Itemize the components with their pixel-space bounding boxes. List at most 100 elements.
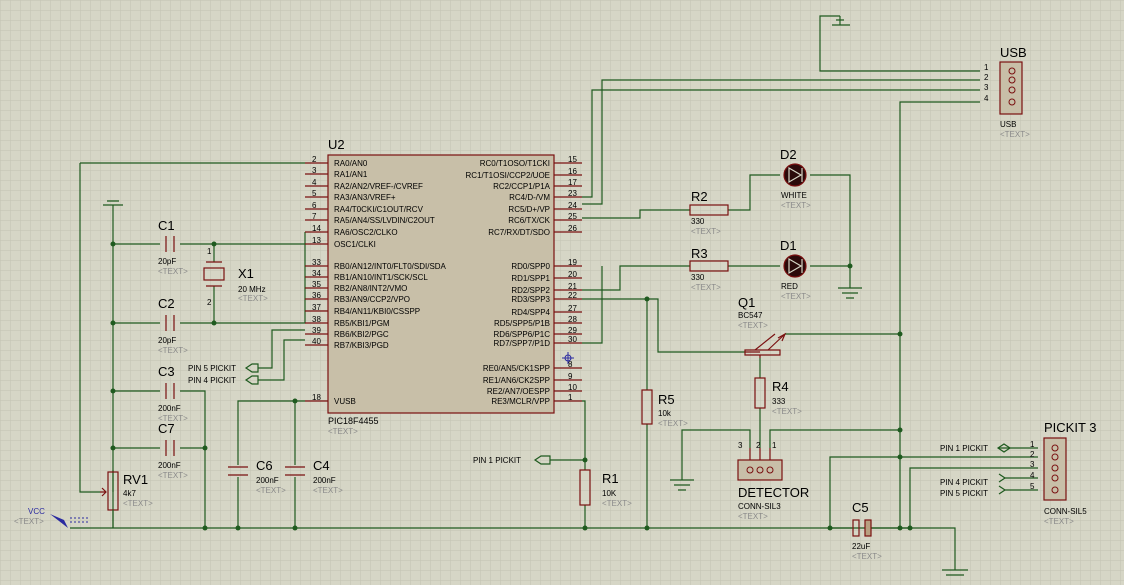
capacitor-c3[interactable]: C3 200nF <TEXT> (158, 364, 188, 423)
svg-text:C1: C1 (158, 218, 175, 233)
u2-pin-name: RC7/RX/DT/SDO (488, 228, 550, 237)
svg-text:<TEXT>: <TEXT> (772, 407, 802, 416)
u2-pin-name: RA2/AN2/VREF-/CVREF (334, 182, 423, 191)
svg-text:WHITE: WHITE (781, 191, 807, 200)
u2-pin-number: 24 (568, 201, 577, 210)
svg-text:<TEXT>: <TEXT> (1000, 130, 1030, 139)
svg-text:C2: C2 (158, 296, 175, 311)
u2-pin-name: RE2/AN7/OESPP (487, 387, 550, 396)
u2-pin-name: RB4/AN11/KBI0/CSSPP (334, 307, 420, 316)
potentiometer-rv1[interactable]: RV1 4k7 <TEXT> (100, 471, 153, 528)
u2-pin-number: 36 (312, 291, 321, 300)
capacitor-c2[interactable]: C2 20pF <TEXT> (158, 296, 188, 355)
u2-pin-number: 8 (568, 360, 573, 369)
connector-usb[interactable]: USB USB <TEXT> 1 2 3 4 (984, 45, 1030, 139)
svg-text:RV1: RV1 (123, 472, 148, 487)
net-label-pin1-mid[interactable]: PIN 1 PICKIT (473, 455, 551, 465)
u2-pin-number: 5 (312, 189, 317, 198)
u2-pin-name: VUSB (334, 397, 356, 406)
u2-pin-number: 40 (312, 337, 321, 346)
net-label-vcc[interactable]: VCC <TEXT> (14, 507, 88, 528)
connector-pickit[interactable]: PICKIT 3 CONN-SIL5 <TEXT> 1 2 3 4 5 (1030, 420, 1097, 526)
u2-pin-number: 23 (568, 189, 577, 198)
u2-pin-number: 17 (568, 178, 577, 187)
net-label-pin4-left[interactable]: PIN 4 PICKIT (188, 375, 259, 385)
led-d2[interactable]: D2 WHITE <TEXT> (780, 147, 811, 210)
u2-pin-name: RD0/SPP0 (511, 262, 550, 271)
capacitor-c7[interactable]: C7 200nF <TEXT> (158, 421, 188, 480)
u2-pin-number: 25 (568, 212, 577, 221)
svg-text:3: 3 (1030, 460, 1035, 469)
u2-pin-number: 21 (568, 282, 577, 291)
net-label-pin5-right[interactable]: PIN 5 PICKIT (940, 485, 1007, 498)
capacitor-c6[interactable]: C6 200nF <TEXT> (228, 458, 286, 495)
resistor-r5[interactable]: R5 10k <TEXT> (641, 389, 688, 428)
resistor-r2[interactable]: R2 330 <TEXT> (689, 189, 729, 236)
capacitor-c4[interactable]: C4 200nF <TEXT> (285, 458, 343, 495)
crystal-x1[interactable]: X1 20 MHz <TEXT> 1 2 (203, 247, 268, 307)
svg-text:200nF: 200nF (158, 461, 181, 470)
svg-text:Q1: Q1 (738, 295, 755, 310)
svg-text:<TEXT>: <TEXT> (738, 321, 768, 330)
svg-text:<TEXT>: <TEXT> (781, 292, 811, 301)
u2-pin-name: RB5/KBI1/PGM (334, 319, 390, 328)
resistor-r4[interactable]: R4 333 <TEXT> (754, 377, 802, 416)
capacitor-c5[interactable]: C5 22uF <TEXT> (852, 500, 882, 561)
svg-text:CONN-SIL5: CONN-SIL5 (1044, 507, 1087, 516)
svg-text:3: 3 (738, 441, 743, 450)
resistor-r1[interactable]: R1 10K <TEXT> (579, 469, 632, 508)
u2-pin-number: 33 (312, 258, 321, 267)
u2-pin-number: 13 (312, 236, 321, 245)
svg-text:4: 4 (1030, 471, 1035, 480)
net-label-pin4-right[interactable]: PIN 4 PICKIT (940, 473, 1007, 487)
svg-text:<TEXT>: <TEXT> (238, 294, 268, 303)
svg-text:200nF: 200nF (158, 404, 181, 413)
net-label-pin5-left[interactable]: PIN 5 PICKIT (188, 363, 259, 373)
u2-pin-number: 35 (312, 280, 321, 289)
capacitor-c1[interactable]: C1 20pF <TEXT> (158, 218, 188, 276)
transistor-q1[interactable]: Q1 BC547 <TEXT> (738, 295, 787, 358)
net-label-pin1-right[interactable]: PIN 1 PICKIT (940, 443, 1012, 453)
u2-pin-number: 20 (568, 270, 577, 279)
resistor-r3[interactable]: R3 330 <TEXT> (689, 246, 729, 292)
connector-detector[interactable]: 3 2 1 DETECTOR CONN-SIL3 <TEXT> (737, 441, 809, 521)
led-d1[interactable]: D1 RED <TEXT> (780, 238, 811, 301)
